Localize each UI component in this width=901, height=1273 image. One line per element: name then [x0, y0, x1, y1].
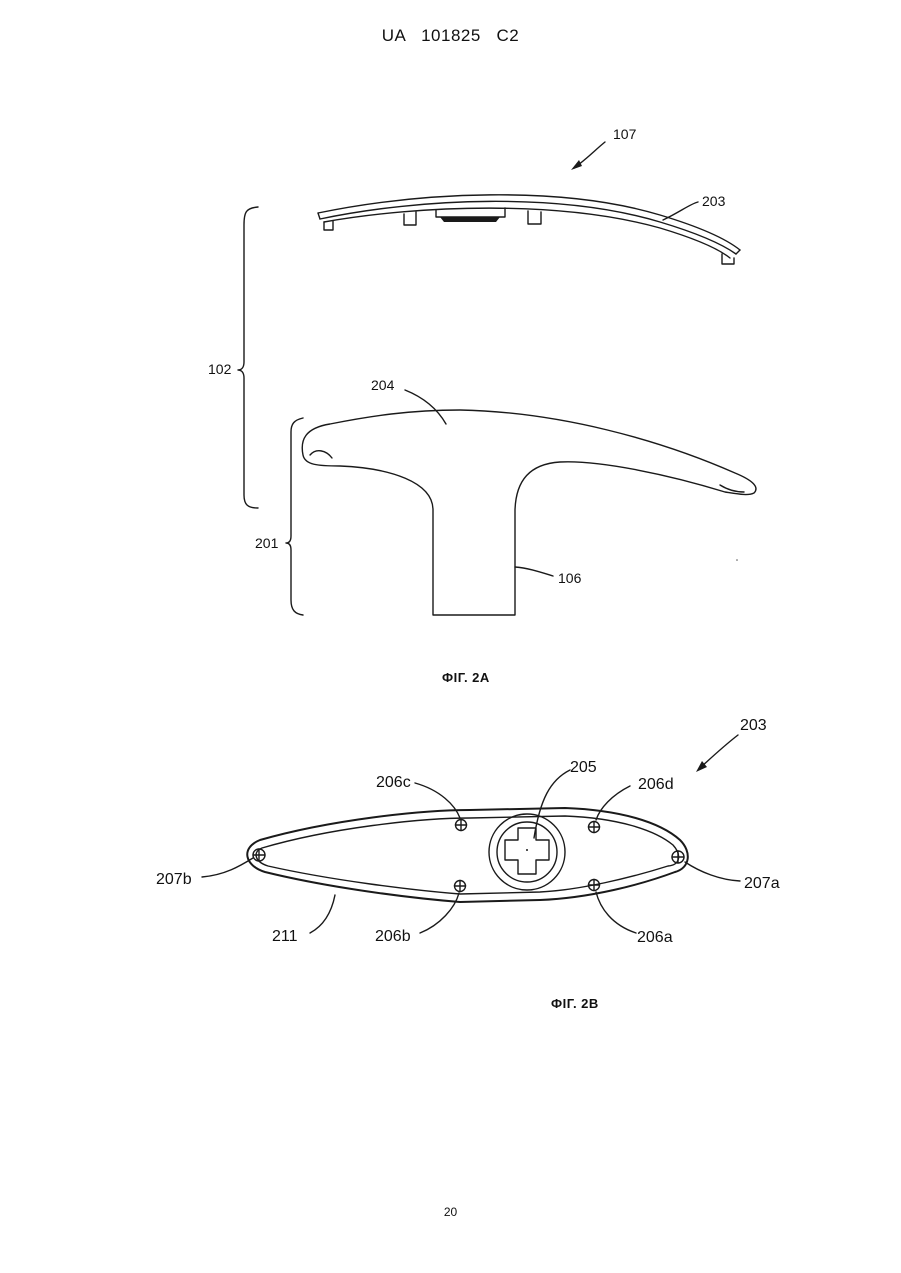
- label-207b: 207b: [156, 871, 192, 888]
- label-206d: 206d: [638, 776, 674, 793]
- screw-206a: [589, 880, 600, 891]
- label-204: 204: [371, 377, 395, 393]
- arrow-107-head: [571, 160, 582, 170]
- handle-204: [302, 410, 756, 615]
- bracket-201: [286, 418, 303, 615]
- screw-207a: [672, 851, 684, 863]
- leader-211: [310, 895, 335, 933]
- leader-207b: [202, 858, 253, 877]
- screw-206c: [456, 820, 467, 831]
- screw-206d: [589, 822, 600, 833]
- caption-fig-2b: ФІГ. 2В: [551, 996, 599, 1011]
- label-206a: 206a: [637, 929, 673, 946]
- hub-205: [489, 814, 565, 890]
- leader-207a: [685, 862, 740, 881]
- leader-206a: [596, 892, 636, 933]
- label-205: 205: [570, 759, 597, 776]
- arrow-203: [700, 735, 738, 768]
- screw-207b: [253, 849, 265, 861]
- leader-106: [515, 567, 553, 576]
- label-106: 106: [558, 570, 582, 586]
- figure-2a-drawing: 107 203 102 204 201 106: [208, 126, 756, 615]
- leader-205: [534, 770, 570, 838]
- leader-204: [405, 390, 446, 424]
- label-206c: 206c: [376, 774, 411, 791]
- cover-plate-203: [318, 195, 740, 264]
- caption-fig-2a: ФІГ. 2А: [442, 670, 490, 685]
- label-102: 102: [208, 361, 232, 377]
- leader-203: [663, 202, 698, 220]
- page-number: 20: [0, 1205, 901, 1219]
- label-201: 201: [255, 535, 279, 551]
- label-211: 211: [272, 928, 298, 945]
- label-203-fig2b: 203: [740, 717, 767, 734]
- label-206b: 206b: [375, 928, 411, 945]
- label-207a: 207a: [744, 875, 780, 892]
- cover-outline-211: [247, 808, 688, 902]
- label-107: 107: [613, 126, 637, 142]
- screw-206b: [455, 881, 466, 892]
- bracket-102: [238, 207, 258, 508]
- label-203-fig2a: 203: [702, 193, 726, 209]
- figure-2b-drawing: 203 205 206c 206d 207b 207a 211 206b 206…: [156, 717, 780, 946]
